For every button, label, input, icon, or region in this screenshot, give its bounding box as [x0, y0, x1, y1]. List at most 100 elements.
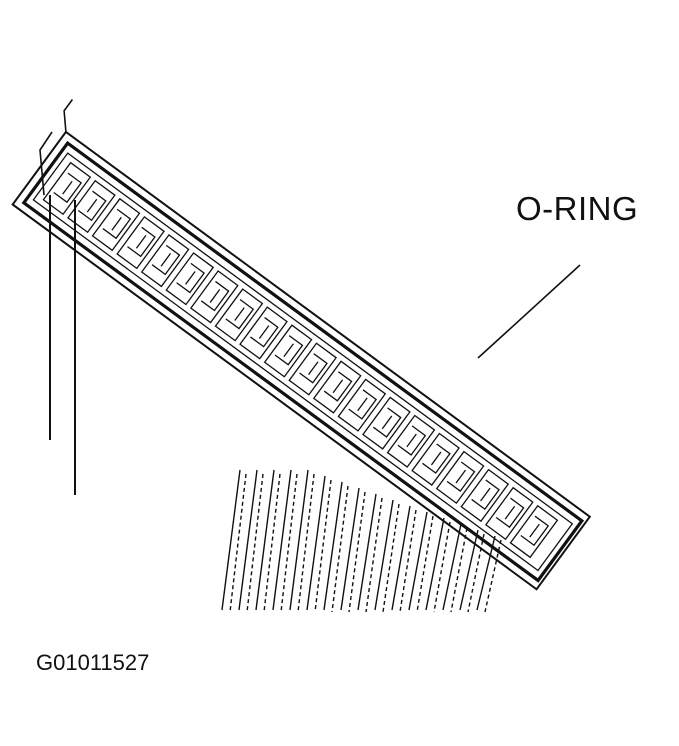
fin-hatch: [348, 491, 366, 613]
core-cell: [263, 324, 313, 378]
cell-rib: [209, 289, 221, 303]
core-cell: [411, 432, 460, 486]
fin-hatch: [450, 527, 468, 613]
cell-fold: [127, 226, 156, 258]
cell-fold: [397, 425, 427, 456]
radiator-fins: [221, 469, 502, 613]
cell-rib: [160, 253, 172, 267]
fin-line: [391, 505, 411, 611]
fin-hatch: [399, 509, 417, 613]
fin-line: [340, 487, 360, 611]
tank-corner: [63, 98, 74, 133]
cell-fold: [151, 244, 181, 276]
core-cell: [67, 179, 116, 234]
cell-fold: [299, 353, 328, 384]
cell-rib: [455, 469, 467, 484]
cell-rib: [357, 397, 368, 412]
core-cell: [214, 288, 264, 342]
cell-fold: [176, 262, 205, 294]
fin-line: [323, 481, 343, 611]
cell-fold: [77, 190, 107, 222]
cell-fold: [102, 208, 132, 240]
core-cell: [116, 215, 165, 270]
cell-rib: [529, 523, 540, 538]
fin-hatch: [229, 473, 247, 613]
fin-line: [306, 475, 326, 611]
fin-hatch: [246, 473, 264, 613]
cell-fold: [200, 280, 230, 312]
core-cell: [91, 197, 141, 252]
fin-line: [221, 469, 241, 611]
core-cell: [386, 414, 436, 468]
fin-line: [425, 517, 445, 611]
core-cell: [165, 252, 215, 306]
cell-rib: [430, 451, 442, 466]
tank-outer-edge: [11, 130, 592, 591]
fin-line: [442, 523, 462, 611]
fin-line: [272, 469, 292, 611]
cell-rib: [283, 343, 294, 357]
figure-id: G01011527: [36, 650, 150, 675]
cell-fold: [274, 335, 304, 366]
cell-fold: [348, 389, 378, 420]
o-ring-seal: [21, 140, 585, 583]
cell-rib: [62, 180, 73, 195]
cell-fold: [471, 479, 500, 511]
cell-rib: [234, 307, 245, 321]
core-cells: [42, 161, 559, 559]
fin-line: [255, 469, 275, 611]
fin-hatch: [280, 473, 298, 613]
tank-inner-edge: [32, 152, 574, 572]
cell-rib: [480, 487, 491, 502]
cell-rib: [258, 325, 270, 339]
evaporator-core-tank: [11, 98, 592, 591]
fin-line: [374, 499, 394, 611]
o-ring-label: O-RING: [516, 190, 639, 227]
cell-fold: [53, 172, 83, 204]
fin-hatch: [263, 473, 281, 613]
core-cell: [312, 360, 362, 414]
cell-fold: [323, 371, 353, 402]
core-cell: [509, 504, 559, 559]
core-cell: [337, 378, 387, 432]
fin-line: [289, 469, 309, 611]
fin-hatch: [416, 515, 434, 613]
core-cell: [288, 342, 338, 396]
cell-fold: [446, 461, 476, 492]
cell-fold: [250, 317, 279, 348]
cell-rib: [308, 361, 319, 376]
fin-line: [408, 511, 428, 611]
core-cell: [484, 486, 534, 541]
fin-hatch: [467, 533, 485, 613]
cell-fold: [372, 407, 402, 438]
core-cell: [362, 396, 411, 450]
cell-rib: [504, 505, 516, 520]
fin-line: [357, 493, 377, 611]
core-cell: [140, 234, 190, 288]
fin-hatch: [331, 485, 349, 613]
o-ring-leader-line: [477, 264, 581, 359]
fin-hatch: [297, 473, 315, 613]
cell-rib: [332, 379, 344, 394]
core-cell: [435, 450, 485, 505]
cell-fold: [422, 443, 451, 474]
cell-rib: [406, 433, 417, 448]
fin-hatch: [382, 503, 400, 613]
core-cell: [460, 468, 510, 523]
cell-rib: [185, 271, 196, 285]
core-cell: [239, 306, 288, 360]
cell-rib: [111, 216, 122, 231]
fin-hatch: [433, 521, 451, 613]
core-cell: [189, 270, 239, 324]
fin-line: [238, 469, 258, 611]
fin-line: [459, 529, 479, 611]
cell-fold: [225, 298, 255, 330]
cell-rib: [381, 415, 393, 430]
mounting-pipes: [39, 131, 76, 495]
fin-hatch: [314, 479, 332, 613]
fin-hatch: [365, 497, 383, 613]
cell-rib: [86, 198, 98, 213]
fin-hatch: [484, 539, 502, 613]
cell-rib: [135, 234, 147, 249]
